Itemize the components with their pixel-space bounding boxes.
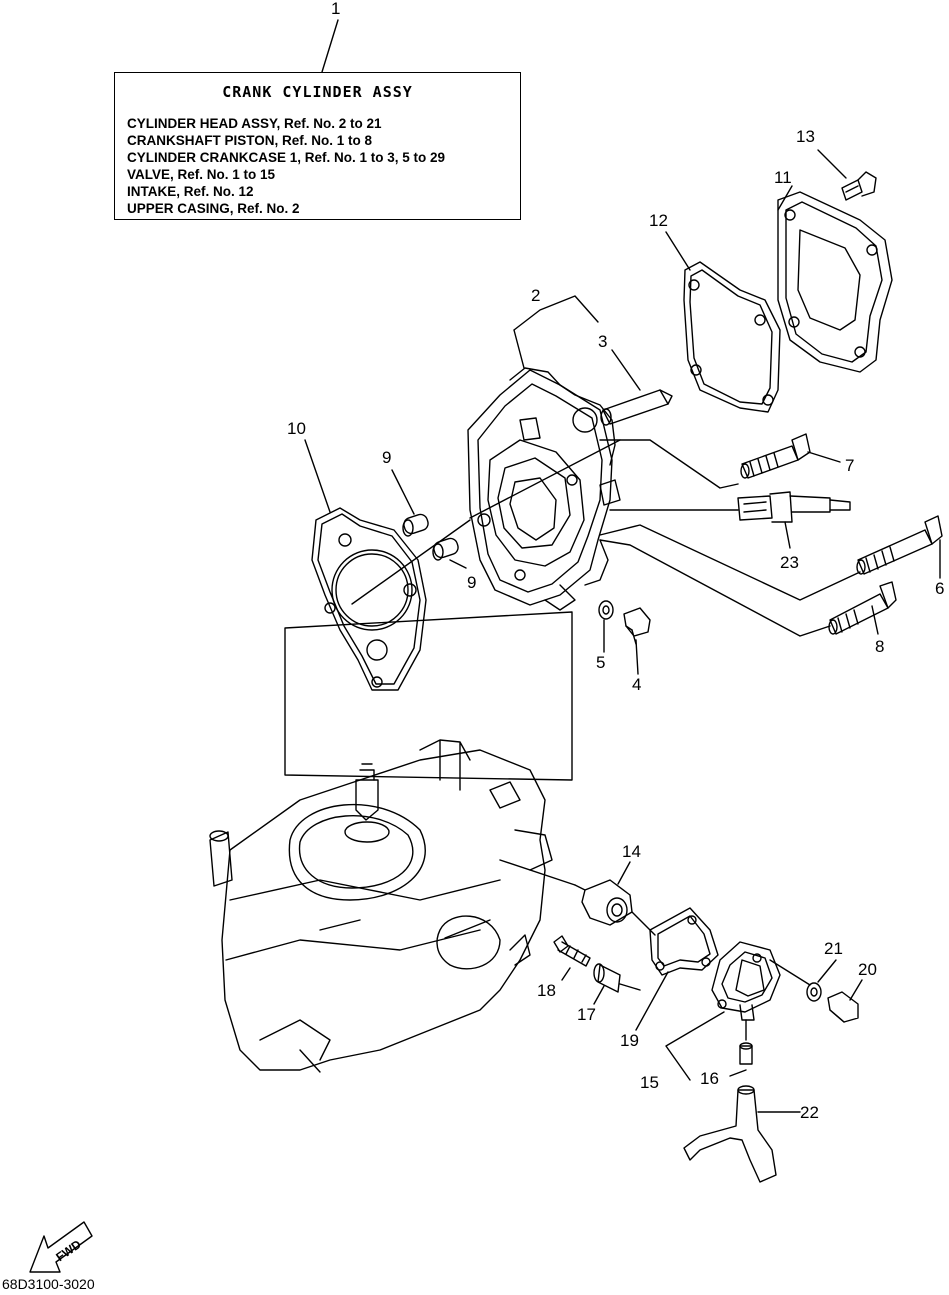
leader-16 <box>729 1069 747 1077</box>
leader-1 <box>321 19 339 73</box>
callout-19: 19 <box>620 1031 639 1050</box>
callout-14: 14 <box>622 842 641 861</box>
callout-21: 21 <box>824 939 843 958</box>
callout-1: 1 <box>331 0 340 18</box>
callout-3: 3 <box>598 332 607 351</box>
leader-4 <box>635 639 639 675</box>
nozzle-16 <box>739 1019 753 1065</box>
leader-10 <box>304 439 331 513</box>
assembly-label-line-5: INTAKE, Ref. No. 12 <box>127 184 254 199</box>
forward-arrow-icon <box>29 1221 93 1273</box>
bolt-13 <box>841 171 877 201</box>
assembly-label-title: CRANK CYLINDER ASSY <box>222 83 413 101</box>
callout-15: 15 <box>640 1073 659 1092</box>
bolt-8 <box>828 581 897 635</box>
assembly-label-line-6: UPPER CASING, Ref. No. 2 <box>127 201 300 216</box>
hose-22 <box>683 1085 777 1183</box>
spark-plug-23 <box>737 491 851 523</box>
washer-21 <box>806 982 822 1002</box>
gasket-19 <box>631 907 719 976</box>
callout-17: 17 <box>577 1005 596 1024</box>
alignment-line-9-head <box>469 439 621 519</box>
leader-9b <box>449 559 467 569</box>
leader-20 <box>849 979 863 1001</box>
alignment-line-6 <box>599 524 861 601</box>
callout-13: 13 <box>796 127 815 146</box>
dowel-pins-9 <box>402 513 459 561</box>
cylinder-head-2 <box>467 367 621 611</box>
bolt-18 <box>553 935 591 967</box>
sleeve-3 <box>600 389 673 426</box>
bolt-20 <box>827 991 859 1023</box>
projection-frame <box>284 611 573 781</box>
callout-8: 8 <box>875 637 884 656</box>
leader-8 <box>871 605 879 635</box>
leader-17 <box>593 985 605 1005</box>
callout-4: 4 <box>632 675 641 694</box>
cylinder-crankcase <box>209 739 576 1073</box>
leader-2 <box>513 295 599 331</box>
callout-9b: 9 <box>467 573 476 592</box>
leader-3 <box>611 349 641 391</box>
callout-11: 11 <box>774 168 792 187</box>
callout-22: 22 <box>800 1103 819 1122</box>
dowel-17 <box>593 963 641 993</box>
bolt-4 <box>623 607 651 645</box>
callout-23: 23 <box>780 553 799 572</box>
leader-21 <box>817 959 837 983</box>
assembly-label-line-3: CYLINDER CRANKCASE 1, Ref. No. 1 to 3, 5… <box>127 150 446 165</box>
callout-18: 18 <box>537 981 556 1000</box>
leader-18 <box>561 967 571 981</box>
assembly-label-line-1: CYLINDER HEAD ASSY, Ref. No. 2 to 21 <box>127 116 382 131</box>
alignment-line-7 <box>599 439 739 489</box>
assembly-label-line-4: VALVE, Ref. No. 1 to 15 <box>127 167 276 182</box>
leader-12 <box>665 231 691 271</box>
leader-19 <box>635 971 669 1031</box>
leader-14 <box>617 861 631 885</box>
callout-2: 2 <box>531 286 540 305</box>
leader-13 <box>817 149 847 179</box>
bolt-6 <box>856 515 943 575</box>
callout-10: 10 <box>287 419 306 438</box>
leader-7 <box>807 451 841 463</box>
leader-11 <box>777 185 793 211</box>
leader-15 <box>665 1011 725 1081</box>
callout-6: 6 <box>935 579 944 598</box>
callout-12: 12 <box>649 211 668 230</box>
part-code: 68D3100-3020 <box>2 1276 95 1292</box>
alignment-line-10-head <box>351 519 471 605</box>
assembly-label-line-2: CRANKSHAFT PISTON, Ref. No. 1 to 8 <box>127 133 373 148</box>
callout-5: 5 <box>596 653 605 672</box>
callout-16: 16 <box>700 1069 719 1088</box>
cylinder-head-cover-11 <box>777 191 893 373</box>
callout-9a: 9 <box>382 448 391 467</box>
callout-7: 7 <box>845 456 854 475</box>
part-14 <box>574 879 633 926</box>
callout-20: 20 <box>858 960 877 979</box>
washer-5 <box>598 600 614 620</box>
leader-23 <box>784 521 791 549</box>
assembly-label-box: CRANK CYLINDER ASSY CYLINDER HEAD ASSY, … <box>114 72 521 220</box>
alignment-line-8 <box>599 539 831 637</box>
thermostat-cover-15 <box>711 941 811 1021</box>
bolt-7 <box>740 433 811 479</box>
cover-gasket-12 <box>683 261 781 413</box>
cylinder-head-gasket-10 <box>311 507 427 691</box>
leader-9a <box>391 469 415 515</box>
